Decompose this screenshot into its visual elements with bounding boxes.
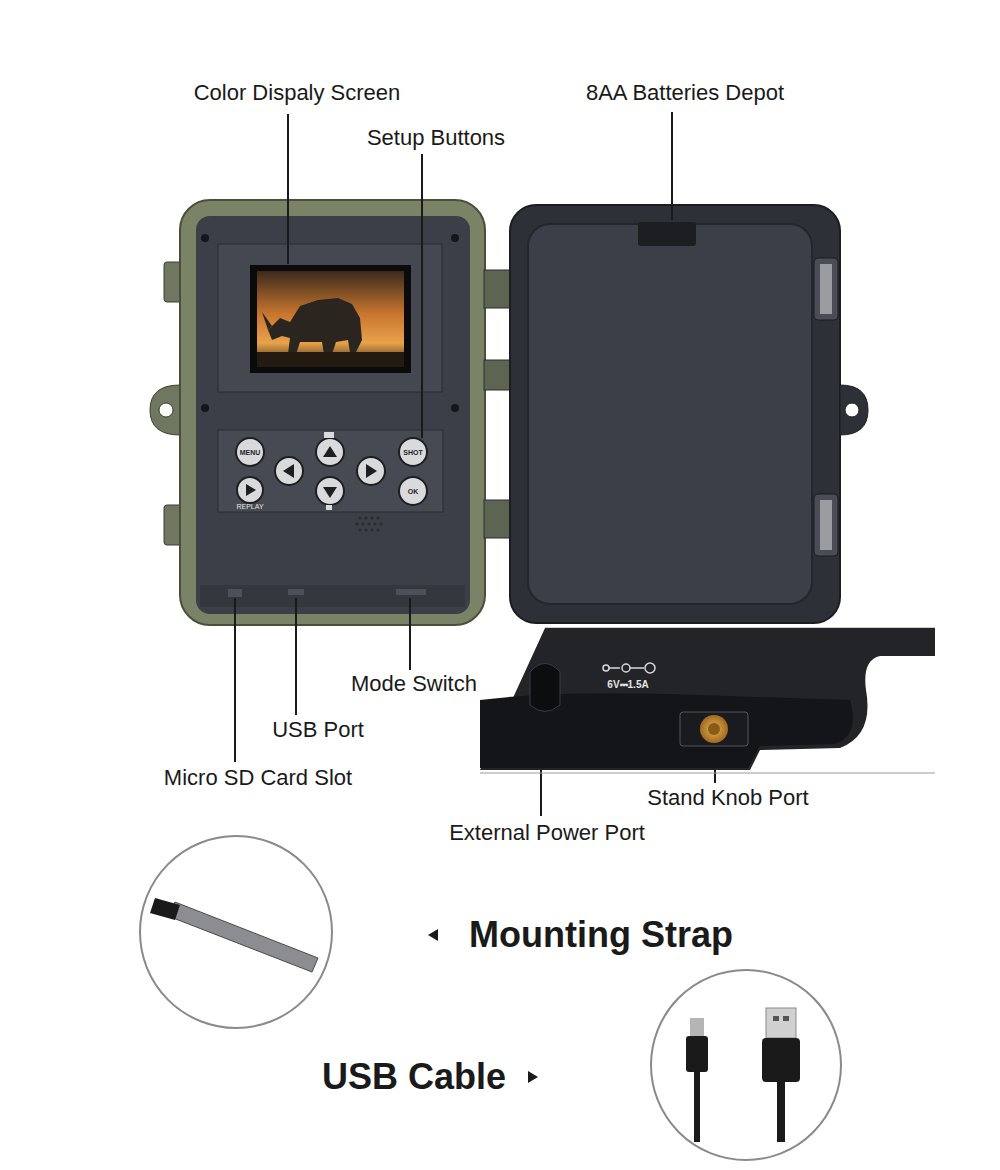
button-label: SHOT <box>403 449 422 456</box>
setup-button: OK <box>398 476 428 506</box>
accessory-title: USB Cable <box>322 1057 506 1097</box>
button-caption: REPLAY <box>236 503 263 511</box>
part-label: External Power Port <box>449 821 645 845</box>
part-label: USB Port <box>272 718 364 742</box>
setup-button: MENU <box>235 437 265 467</box>
button-label: OK <box>408 488 419 495</box>
button-label: MENU <box>240 449 261 456</box>
part-label: Mode Switch <box>351 672 477 696</box>
part-label: Color Dispaly Screen <box>194 81 401 105</box>
accessory-title: Mounting Strap <box>469 915 733 955</box>
part-label: Stand Knob Port <box>647 786 808 810</box>
part-label: Setup Buttons <box>367 126 505 150</box>
setup-button: SHOT <box>398 437 428 467</box>
part-label: 8AA Batteries Depot <box>586 81 784 105</box>
power-rating: 6V⎓1.5A <box>607 679 648 690</box>
part-label: Micro SD Card Slot <box>164 766 352 790</box>
